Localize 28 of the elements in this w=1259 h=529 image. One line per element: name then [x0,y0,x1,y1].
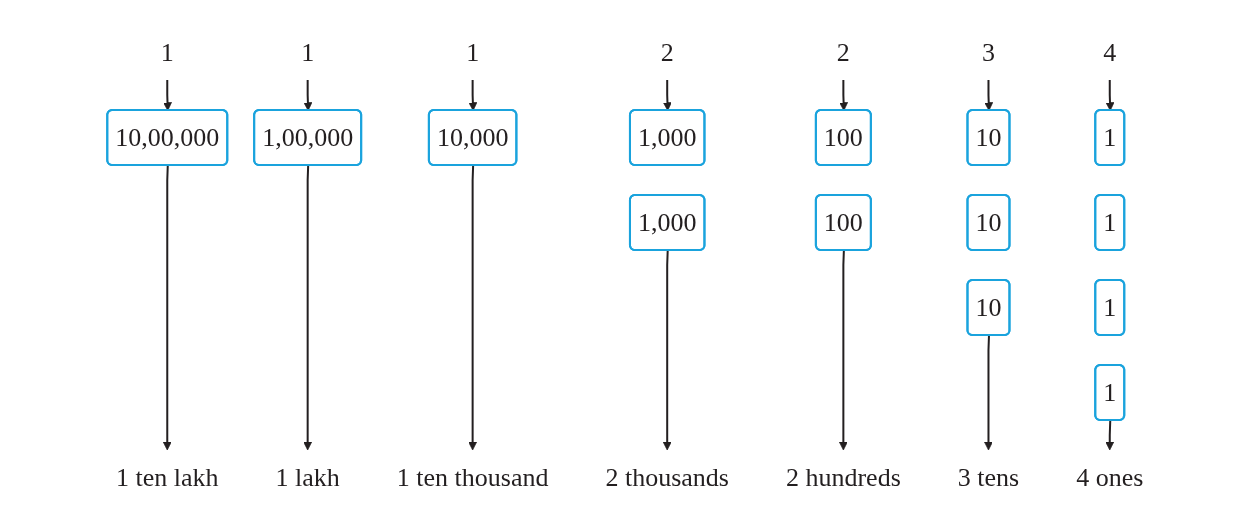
node-text: 3 tens [957,462,1019,492]
arrow [303,164,312,450]
arrow [468,78,478,111]
arrow [983,334,993,450]
node-text: 4 [1103,37,1117,67]
arrow [984,78,993,111]
arrow [662,78,672,111]
node-text: 2 hundreds [785,462,901,492]
node-text: 1 [160,37,174,67]
arrow [303,78,313,111]
node-text: 3 [981,37,995,67]
node-text: 2 [660,37,674,67]
node-text: 1 ten thousand [396,462,549,492]
node-text: 1 [465,37,479,67]
node-text: 1 lakh [275,462,340,492]
node-text: 4 ones [1076,462,1144,492]
arrow [468,164,477,450]
node-text: 2 [836,37,850,67]
arrow [662,249,672,450]
arrow [162,164,172,450]
arrow [1105,419,1114,450]
arrow [1105,78,1115,111]
node-text: 1 ten lakh [115,462,219,492]
arrow [162,78,172,111]
arrow [839,78,848,111]
node-text: 2 thousands [605,462,729,492]
arrow [838,249,848,450]
node-text: 1 [300,37,314,67]
